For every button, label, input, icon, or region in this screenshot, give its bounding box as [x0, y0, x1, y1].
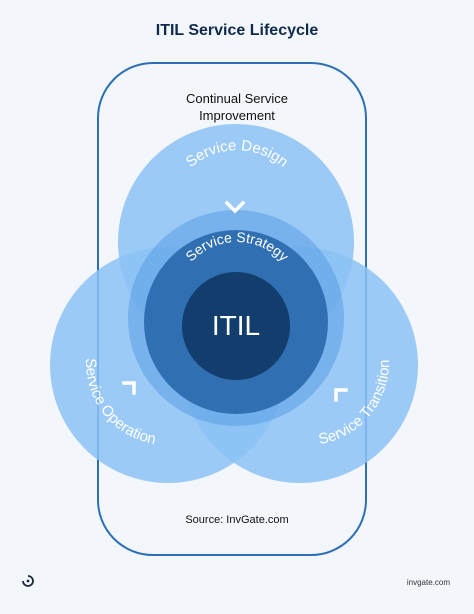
invgate-logo	[22, 575, 34, 587]
csi-line-1: Continual Service	[186, 91, 288, 106]
itil-core-label: ITIL	[212, 310, 260, 341]
chevron-down-icon	[224, 200, 246, 214]
corner-bracket-icon	[334, 388, 348, 402]
csi-line-2: Improvement	[199, 108, 275, 123]
page-title: ITIL Service Lifecycle	[155, 22, 319, 39]
continual-service-improvement-label: Continual Service Improvement	[0, 90, 474, 124]
corner-bracket-icon	[122, 381, 136, 395]
source-note: Source: InvGate.com	[185, 514, 289, 526]
itil-core-circle	[182, 272, 290, 380]
footer-url: invgate.com	[406, 578, 450, 587]
